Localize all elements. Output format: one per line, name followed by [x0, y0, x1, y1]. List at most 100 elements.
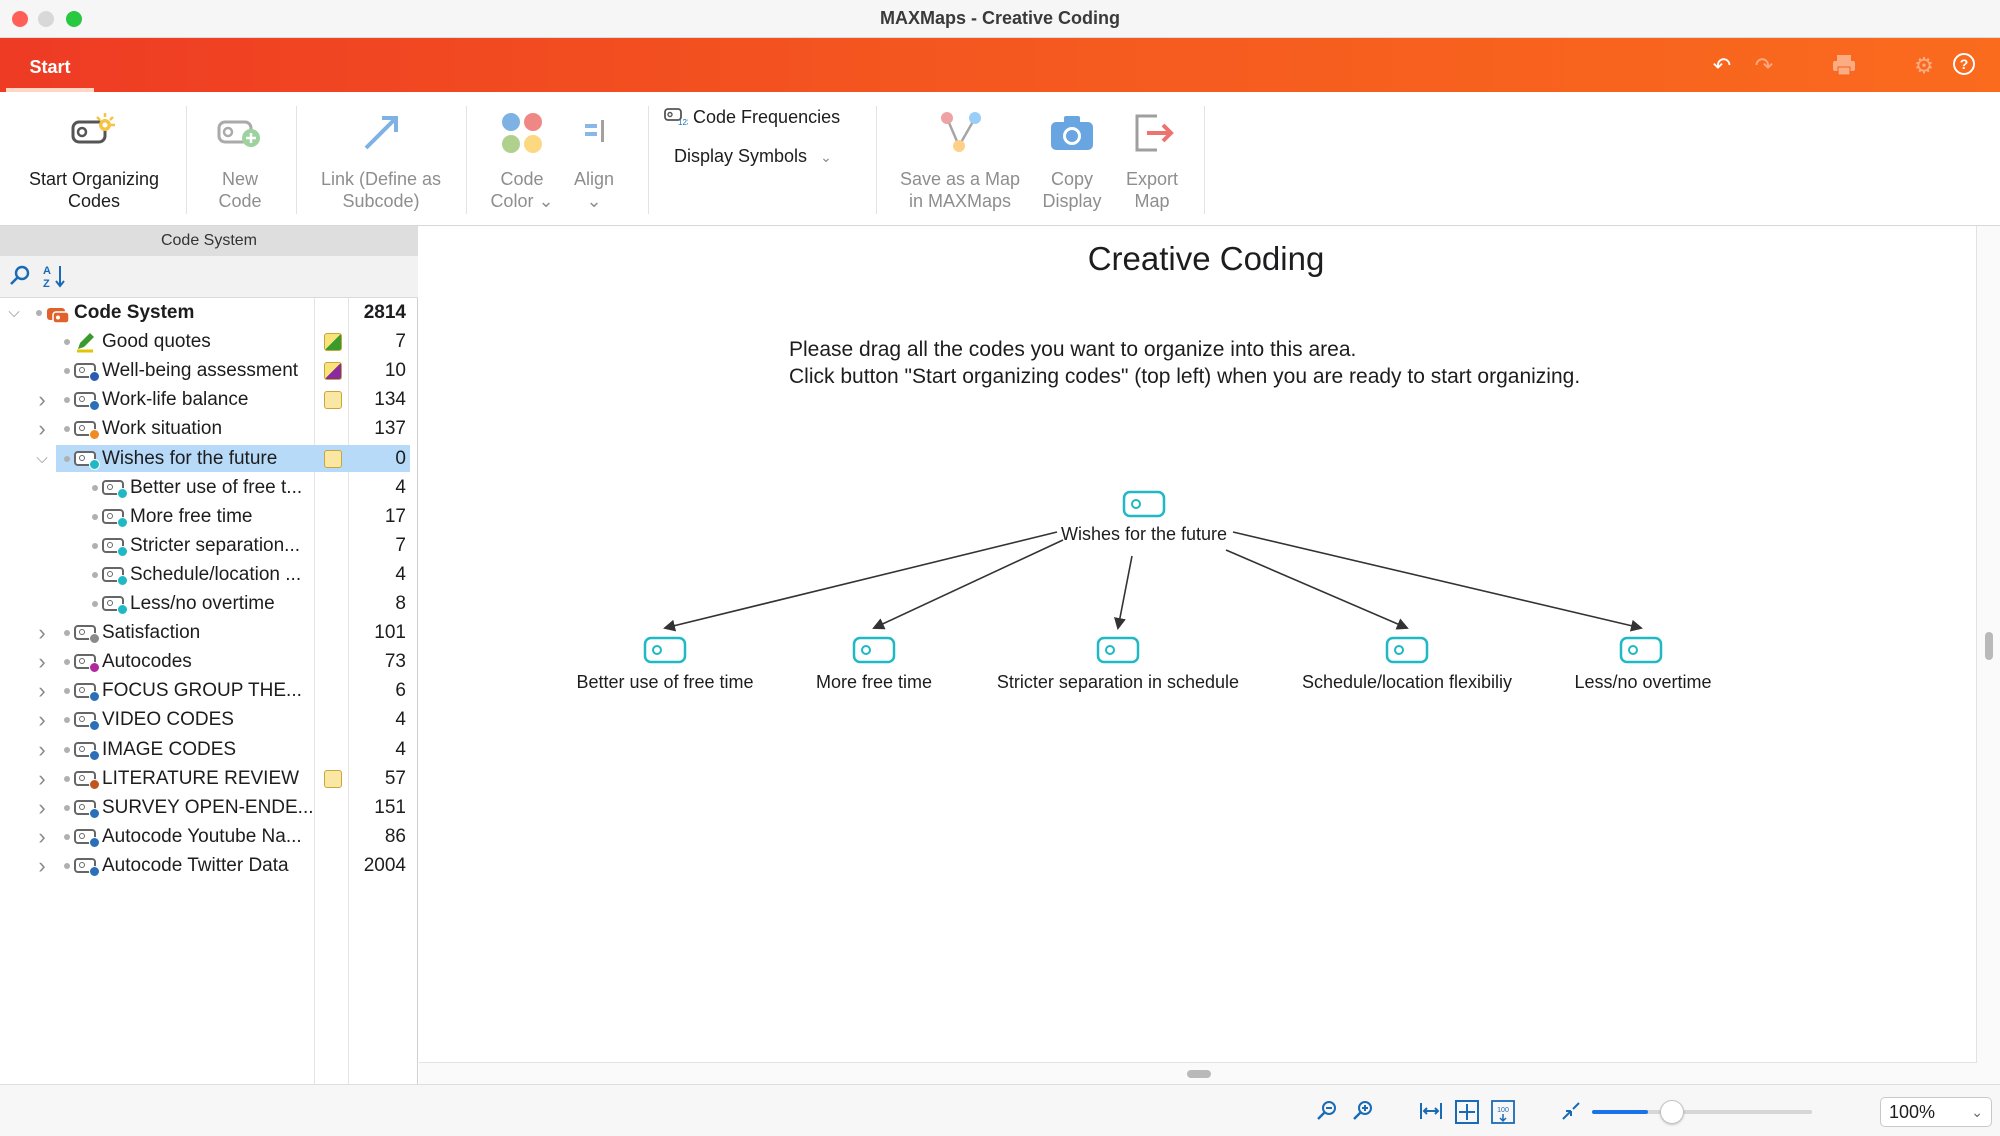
chevron-right-icon[interactable]: ›	[38, 824, 46, 849]
link-arrow[interactable]	[1232, 531, 1643, 632]
memo-icon[interactable]	[324, 450, 342, 468]
close-window-button[interactable]	[12, 11, 28, 27]
new-code-button[interactable]: New Code	[200, 92, 280, 226]
chevron-right-icon[interactable]: ›	[38, 387, 46, 412]
ribbon-separator	[1204, 106, 1205, 214]
map-title: Creative Coding	[1087, 240, 1325, 277]
map-node-child-icon[interactable]	[852, 636, 896, 664]
vertical-scrollbar[interactable]	[1976, 226, 2000, 1084]
memo-icon[interactable]	[324, 770, 342, 788]
code-icon	[74, 683, 100, 702]
display-symbols-dropdown[interactable]: Display Symbols ⌄	[674, 146, 832, 167]
chevron-right-icon[interactable]: ›	[38, 649, 46, 674]
chevron-right-icon[interactable]: ›	[38, 707, 46, 732]
horizontal-scroll-thumb[interactable]	[1187, 1070, 1211, 1078]
zoom-to-fit-icon[interactable]	[1558, 1099, 1584, 1125]
tree-row[interactable]: Better use of free t...4	[0, 473, 418, 502]
chevron-right-icon[interactable]: ›	[38, 620, 46, 645]
tab-start[interactable]: Start	[29, 57, 71, 77]
zoom-level-select[interactable]: 100% ⌄	[1880, 1097, 1992, 1127]
map-node-child-icon[interactable]	[1385, 636, 1429, 664]
search-icon[interactable]	[8, 264, 32, 288]
save-as-map-button[interactable]: Save as a Map in MAXMaps	[890, 92, 1030, 226]
code-frequencies-toggle[interactable]: 123 Code Frequencies	[664, 106, 840, 128]
zoom-slider-thumb[interactable]	[1660, 1100, 1684, 1124]
undo-icon[interactable]: ↶	[1712, 53, 1732, 78]
link-arrow[interactable]	[1225, 549, 1409, 630]
tree-item-label: Code System	[74, 302, 195, 323]
tree-row[interactable]: ›FOCUS GROUP THE...6	[0, 676, 418, 705]
bullet-dot	[64, 630, 70, 636]
chevron-right-icon[interactable]: ›	[38, 678, 46, 703]
chevron-right-icon[interactable]: ›	[38, 795, 46, 820]
map-node-parent-icon[interactable]	[1122, 490, 1166, 518]
code-icon	[102, 538, 128, 557]
export-map-button[interactable]: Export Map	[1112, 92, 1192, 226]
fit-page-icon[interactable]	[1454, 1099, 1480, 1125]
map-node-child-icon[interactable]	[643, 636, 687, 664]
start-organizing-codes-button[interactable]: Start Organizing Codes	[14, 92, 174, 226]
chevron-right-icon[interactable]: ›	[38, 853, 46, 878]
help-icon[interactable]: ?	[1950, 52, 1978, 80]
memo-icon[interactable]	[324, 333, 342, 351]
map-node-child-icon[interactable]	[1619, 636, 1663, 664]
maximize-window-button[interactable]	[66, 11, 82, 27]
align-button[interactable]: Align ⌄	[560, 92, 628, 226]
map-node-child-label[interactable]: More free time	[816, 672, 932, 692]
map-node-child-label[interactable]: Stricter separation in schedule	[997, 672, 1239, 692]
zoom-out-icon[interactable]	[1314, 1099, 1340, 1125]
chevron-right-icon[interactable]: ›	[38, 737, 46, 762]
actual-size-icon[interactable]: 100	[1490, 1099, 1516, 1125]
bullet-dot	[92, 485, 98, 491]
vertical-scroll-thumb[interactable]	[1985, 632, 1993, 660]
chevron-down-icon[interactable]: ⌵	[8, 304, 20, 321]
link-arrow[interactable]	[872, 539, 1064, 630]
print-icon[interactable]	[1830, 52, 1858, 80]
zoom-in-icon[interactable]	[1350, 1099, 1376, 1125]
memo-icon[interactable]	[324, 391, 342, 409]
map-node-child-label[interactable]: Less/no overtime	[1574, 672, 1711, 692]
memo-icon[interactable]	[324, 362, 342, 380]
copy-display-button[interactable]: Copy Display	[1032, 92, 1112, 226]
tree-row[interactable]: Stricter separation...7	[0, 531, 418, 560]
link-define-subcode-button[interactable]: Link (Define as Subcode)	[306, 92, 456, 226]
chevron-right-icon[interactable]: ›	[38, 416, 46, 441]
chevron-down-icon: ⌄	[820, 149, 832, 165]
map-canvas[interactable]: Creative Coding Please drag all the code…	[419, 226, 1977, 1062]
tree-row[interactable]: Schedule/location ...4	[0, 560, 418, 589]
chevron-down-icon[interactable]: ⌵	[36, 450, 48, 467]
map-node-child-icon[interactable]	[1096, 636, 1140, 664]
chevron-right-icon[interactable]: ›	[38, 766, 46, 791]
map-node-child-label[interactable]: Better use of free time	[576, 672, 753, 692]
tree-row[interactable]: ›Autocode Youtube Na...86	[0, 822, 418, 851]
map-node-child-label[interactable]: Schedule/location flexibiliy	[1302, 672, 1512, 692]
link-arrow[interactable]	[663, 531, 1058, 632]
tree-row[interactable]: ›SURVEY OPEN-ENDE...151	[0, 793, 418, 822]
horizontal-scrollbar[interactable]	[419, 1062, 1977, 1084]
minimize-window-button[interactable]	[38, 11, 54, 27]
link-arrow[interactable]	[1114, 555, 1133, 630]
tree-item-count: 101	[374, 622, 406, 643]
fit-width-icon[interactable]	[1418, 1099, 1444, 1125]
zoom-slider[interactable]	[1592, 1100, 1812, 1124]
settings-gear-icon[interactable]: ⚙	[1914, 53, 1934, 78]
tree-item-label: Autocode Twitter Data	[102, 855, 289, 876]
map-node-parent-label[interactable]: Wishes for the future	[1061, 524, 1227, 544]
redo-icon[interactable]: ↷	[1754, 53, 1774, 78]
code-color-button[interactable]: Code Color ⌄	[480, 92, 564, 226]
